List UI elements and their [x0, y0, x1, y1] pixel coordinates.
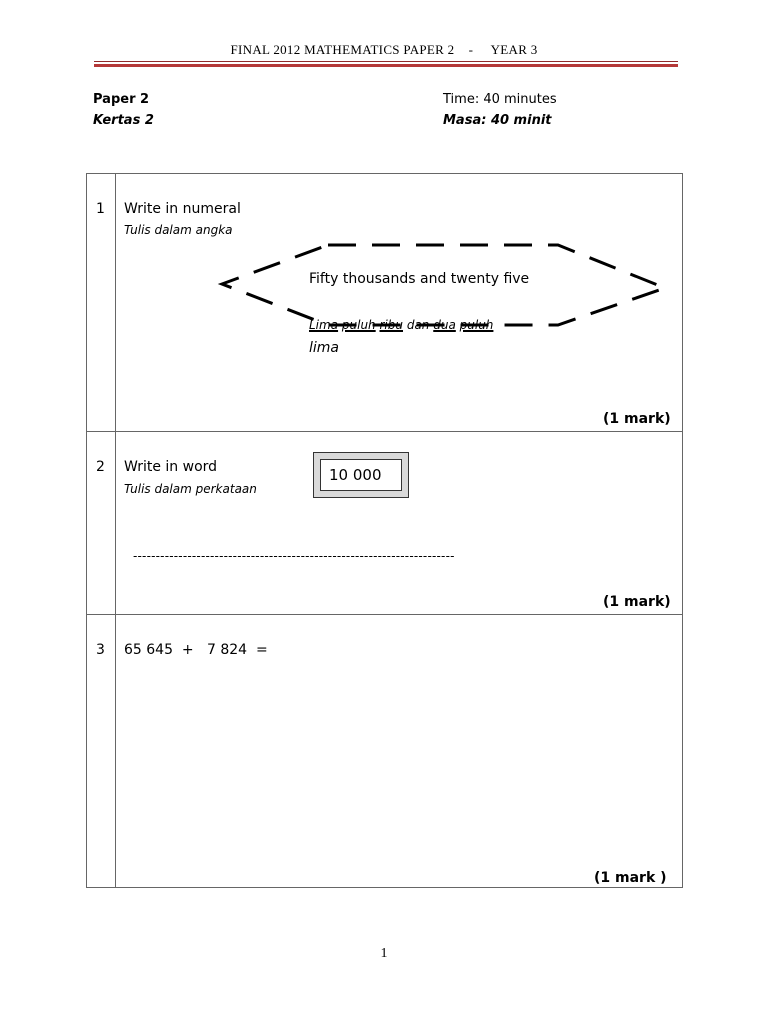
malay-word: puluh: [459, 318, 494, 332]
question-table: [86, 173, 683, 888]
time-label: Time: 40 minutes: [443, 92, 557, 107]
question-3-mark: (1 mark ): [594, 870, 667, 886]
question-2-text: Write in word: [124, 459, 218, 475]
document-header-title: FINAL 2012 MATHEMATICS PAPER 2 - YEAR 3: [230, 42, 538, 57]
table-row-divider: [86, 614, 683, 615]
question-1-prompt-malay-tail: lima: [309, 340, 339, 356]
question-2-number: 2: [96, 459, 105, 475]
header-rule-thick: [94, 64, 678, 67]
question-1-prompt: Fifty thousands and twenty five: [309, 271, 530, 287]
paper-label: Paper 2: [93, 92, 150, 107]
page-number: 1: [380, 946, 388, 961]
malay-word: puluh: [341, 318, 376, 332]
question-2-subtext: Tulis dalam perkataan: [124, 482, 257, 496]
malay-word: dan: [406, 318, 430, 332]
question-1-subtext: Tulis dalam angka: [124, 223, 233, 237]
header-rule-thin: [94, 61, 678, 62]
question-2-mark: (1 mark): [603, 594, 671, 610]
question-1-number: 1: [96, 201, 105, 217]
question-2-answer-line[interactable]: ----------------------------------------…: [133, 549, 455, 563]
table-number-column-divider: [115, 173, 116, 888]
question-1-text: Write in numeral: [124, 201, 241, 217]
question-3-number: 3: [96, 642, 105, 658]
malay-word: ribu: [379, 318, 404, 332]
malay-word: dua: [433, 318, 456, 332]
question-1-prompt-malay: Lima puluh ribu dan dua puluh: [309, 318, 493, 332]
question-2-number-box: 10 000: [313, 452, 409, 498]
malay-word: Lima: [309, 318, 339, 332]
masa-label: Masa: 40 minit: [443, 113, 552, 128]
table-row-divider: [86, 431, 683, 432]
question-2-number-value: 10 000: [320, 459, 402, 491]
question-3-expression: 65 645 + 7 824 =: [124, 642, 268, 658]
kertas-label: Kertas 2: [93, 113, 154, 128]
question-1-mark: (1 mark): [603, 411, 671, 427]
